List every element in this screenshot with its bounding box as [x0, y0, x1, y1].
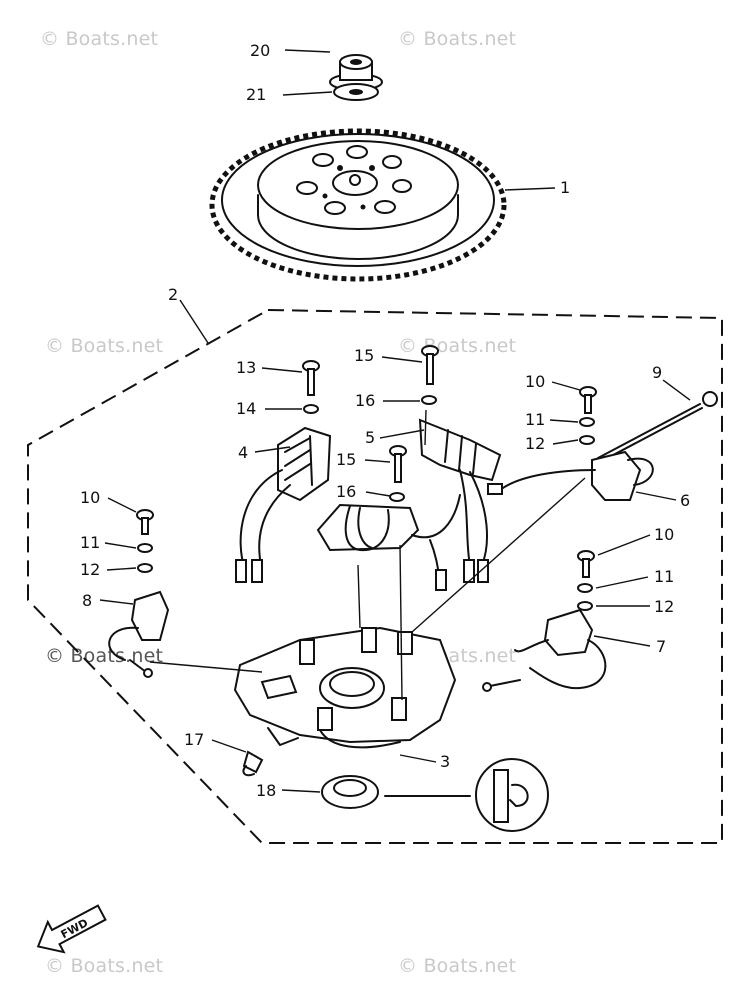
watermark: © Boats.net	[45, 955, 164, 977]
flywheel	[209, 128, 507, 282]
watermark: © Boats.net	[398, 955, 517, 977]
charge-coil	[235, 426, 332, 583]
callout-14: 14	[236, 399, 256, 418]
oil-seal	[321, 775, 379, 809]
callout-16b: 16	[336, 482, 356, 501]
callout-12b: 12	[80, 560, 100, 579]
assembly-boundary	[27, 308, 723, 844]
screw-10-left	[136, 509, 154, 573]
callout-5: 5	[365, 428, 375, 447]
watermark: © Boats.net	[398, 28, 517, 50]
fwd-arrow-icon: FWD	[36, 904, 107, 954]
screw-10-lowright	[577, 550, 595, 611]
coil-7	[482, 608, 607, 692]
callout-8: 8	[82, 591, 92, 610]
screw-15-mid	[389, 445, 407, 502]
callout-12c: 12	[654, 597, 674, 616]
callout-1: 1	[560, 178, 570, 197]
screw-15-top	[421, 345, 439, 405]
screw-13	[302, 360, 320, 396]
callout-10b: 10	[80, 488, 100, 507]
stator-base	[233, 626, 457, 749]
callout-10c: 10	[654, 525, 674, 544]
detail-inset	[384, 758, 549, 832]
clamp-17	[242, 750, 264, 777]
callout-18: 18	[256, 781, 276, 800]
callout-2: 2	[168, 285, 178, 304]
leader-lines	[99, 49, 691, 793]
callout-11c: 11	[654, 567, 674, 586]
callout-15a: 15	[354, 346, 374, 365]
callout-21: 21	[246, 85, 266, 104]
callout-6: 6	[680, 491, 690, 510]
callout-7: 7	[656, 637, 666, 656]
pulser-coil	[418, 418, 502, 583]
washer	[333, 83, 379, 101]
callout-3: 3	[440, 752, 450, 771]
watermark: © Boats.net	[40, 28, 159, 50]
ground-lead	[597, 391, 718, 463]
callout-15b: 15	[336, 450, 356, 469]
lighting-coil	[316, 494, 461, 591]
callout-10a: 10	[525, 372, 545, 391]
watermark: © Boats.net	[45, 335, 164, 357]
callout-12a: 12	[525, 434, 545, 453]
screw-10-right	[579, 386, 597, 445]
callout-9: 9	[652, 363, 662, 382]
callout-20: 20	[250, 41, 270, 60]
washer-14	[303, 404, 319, 414]
callout-11b: 11	[80, 533, 100, 552]
ignition-coil-6	[487, 450, 654, 501]
ignition-coil-8	[108, 590, 170, 678]
callout-13: 13	[236, 358, 256, 377]
callout-4: 4	[238, 443, 248, 462]
callout-11a: 11	[525, 410, 545, 429]
callout-17: 17	[184, 730, 204, 749]
callout-16a: 16	[355, 391, 375, 410]
